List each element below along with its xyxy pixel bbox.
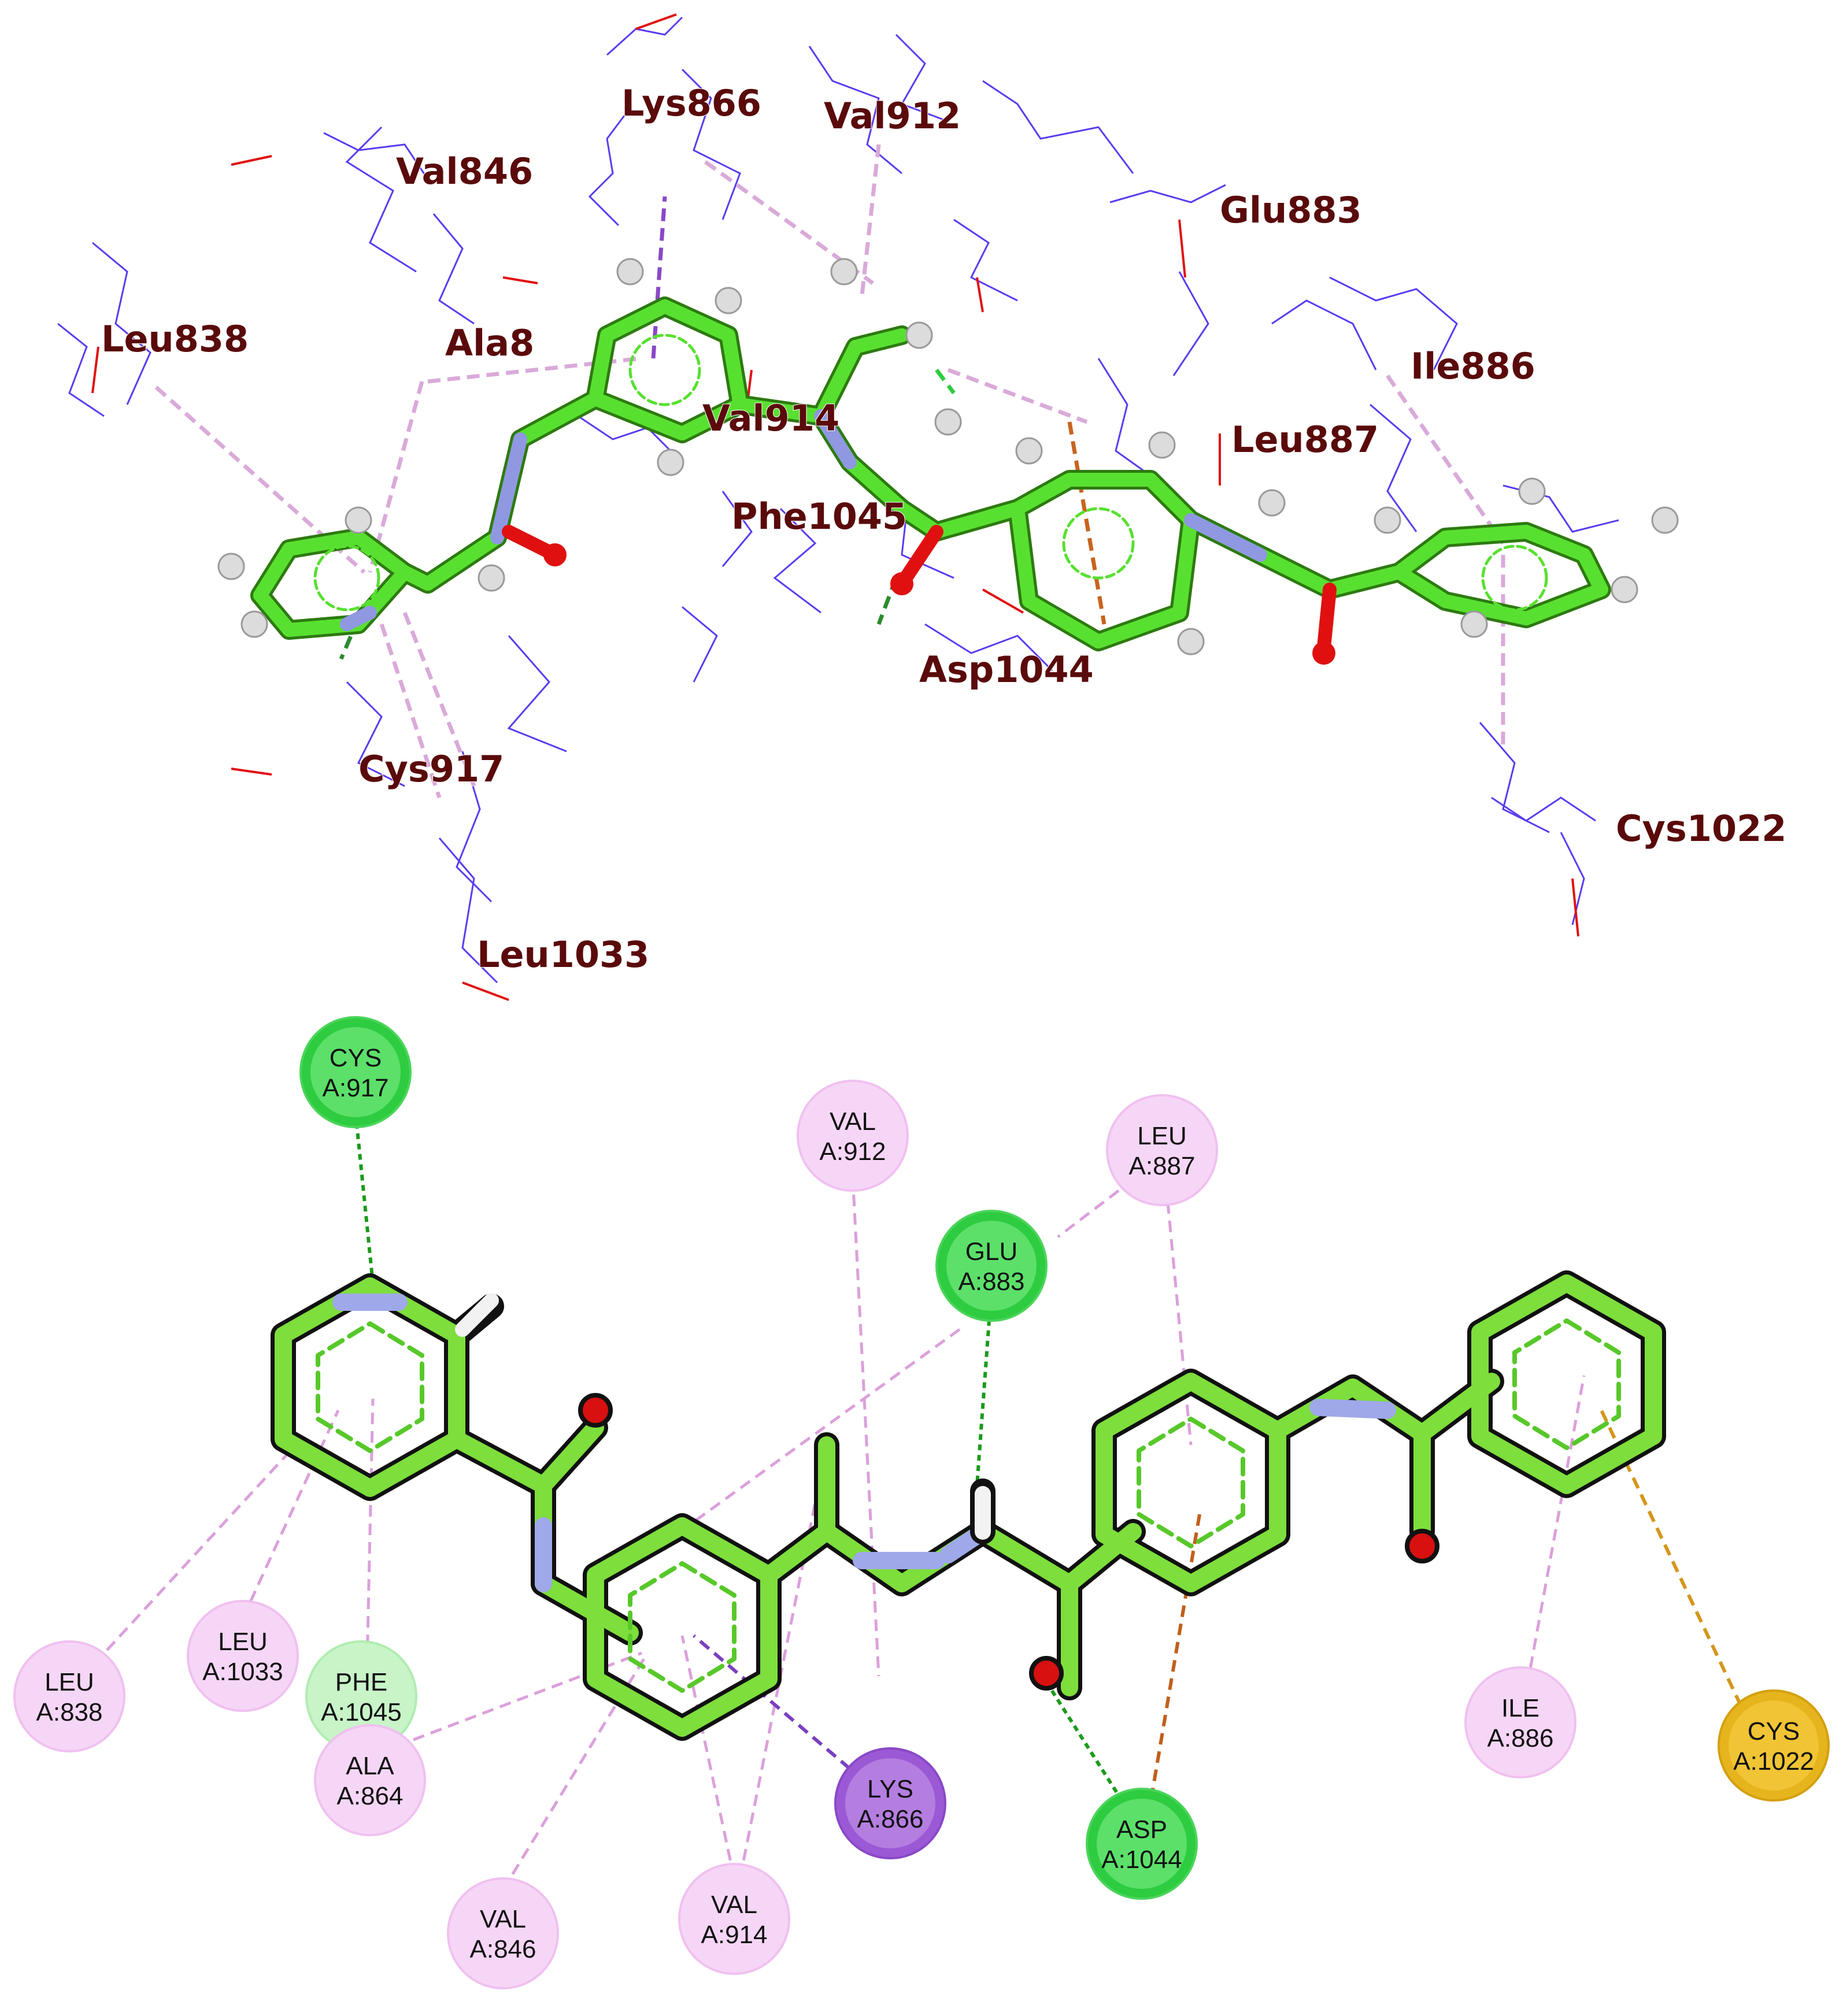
bubble-ile886-name: ILE xyxy=(1501,1694,1539,1722)
interaction-line-leu838 xyxy=(106,1432,308,1651)
bubble-lys866-pos: A:866 xyxy=(857,1805,924,1833)
bubble-leu887: LEU A:887 xyxy=(1106,1094,1218,1206)
bubble-asp1044-name: ASP xyxy=(1116,1815,1167,1844)
bubble-cys917: CYS A:917 xyxy=(299,1016,412,1128)
bubble-val912-name: VAL xyxy=(830,1107,876,1136)
ligand-hydrogens xyxy=(217,258,1679,655)
bubble-cys1022: CYS A:1022 xyxy=(1718,1689,1830,1802)
bubble-leu1033: LEU A:1033 xyxy=(187,1600,299,1712)
label-glu883: Glu883 xyxy=(1220,189,1362,231)
bubble-leu838-pos: A:838 xyxy=(36,1698,103,1726)
ligand-2d xyxy=(271,1270,1666,1741)
label-asp1044: Asp1044 xyxy=(919,648,1094,691)
label-val914: Val914 xyxy=(702,397,839,439)
label-val846: Val846 xyxy=(396,150,533,192)
docking-3d-panel: Lys866 Val912 Val846 Glu883 Leu838 Ala8 … xyxy=(57,13,1787,1001)
label-leu838: Leu838 xyxy=(101,318,249,360)
label-cys1022: Cys1022 xyxy=(1616,807,1786,850)
bubble-glu883: GLU A:883 xyxy=(935,1210,1048,1322)
residue-labels-3d: Lys866 Val912 Val846 Glu883 Leu838 Ala8 … xyxy=(101,81,1787,976)
bubble-val914: VAL A:914 xyxy=(678,1863,790,1975)
bubble-asp1044-pos: A:1044 xyxy=(1101,1845,1182,1874)
bubble-val914-pos: A:914 xyxy=(701,1921,768,1949)
interaction-dashes-3d xyxy=(154,144,1505,799)
bubble-asp1044: ASP A:1044 xyxy=(1086,1788,1198,1900)
bubble-leu887-name: LEU xyxy=(1137,1122,1187,1150)
bubble-val846: VAL A:846 xyxy=(447,1877,559,1989)
label-lys866: Lys866 xyxy=(621,82,761,124)
interaction-line-lys866 xyxy=(693,1634,851,1770)
label-ile886: Ile886 xyxy=(1411,345,1535,387)
interaction-line-phe1045 xyxy=(365,1398,375,1665)
bubble-ala864: ALA A:864 xyxy=(314,1724,426,1836)
bubble-leu838: LEU A:838 xyxy=(13,1640,125,1752)
interaction-line-leu887b xyxy=(1057,1189,1120,1238)
bubble-lys866-name: LYS xyxy=(867,1775,913,1803)
bubble-leu1033-pos: A:1033 xyxy=(202,1658,283,1686)
bubble-glu883-name: GLU xyxy=(965,1237,1017,1266)
bubble-cys1022-pos: A:1022 xyxy=(1733,1747,1814,1776)
protein-oxygens xyxy=(91,13,1579,1001)
bubble-cys917-name: CYS xyxy=(330,1044,382,1072)
label-phe1045: Phe1045 xyxy=(731,495,907,538)
interaction-line-ile886 xyxy=(1519,1375,1586,1723)
bubble-ala864-name: ALA xyxy=(346,1752,394,1780)
label-ala864: Ala8 xyxy=(445,322,534,364)
bubble-ala864-pos: A:864 xyxy=(337,1782,404,1810)
ligand-oxygen-atoms xyxy=(543,543,1335,665)
interaction-line-val912 xyxy=(851,1176,880,1677)
interaction-line-leu1033 xyxy=(241,1409,340,1620)
interaction-line-asp1044-anion xyxy=(1149,1514,1201,1804)
interaction-line-cys917 xyxy=(354,1112,375,1284)
interaction-line-val914b xyxy=(738,1444,828,1879)
interaction-2d-panel: CYS A:917 VAL A:912 LEU A:887 GLU A:883 xyxy=(13,1016,1830,1989)
interaction-line-asp1044-hb xyxy=(1045,1681,1129,1810)
bubble-phe1045-pos: A:1045 xyxy=(321,1698,401,1726)
bubble-cys917-pos: A:917 xyxy=(323,1074,389,1102)
label-val912: Val912 xyxy=(824,95,961,137)
label-cys917: Cys917 xyxy=(358,748,504,790)
bubble-val912: VAL A:912 xyxy=(797,1080,909,1192)
interaction-line-val914 xyxy=(680,1635,736,1879)
interaction-line-leu887 xyxy=(1166,1202,1193,1446)
bubble-val846-name: VAL xyxy=(480,1905,526,1933)
bubble-cys1022-name: CYS xyxy=(1748,1717,1800,1746)
residue-bubbles: CYS A:917 VAL A:912 LEU A:887 GLU A:883 xyxy=(13,1016,1830,1989)
label-leu887: Leu887 xyxy=(1231,418,1379,461)
bubble-ile886-pos: A:886 xyxy=(1487,1724,1554,1752)
bubble-val914-name: VAL xyxy=(711,1891,757,1919)
bubble-leu887-pos: A:887 xyxy=(1129,1152,1196,1180)
bubble-val912-pos: A:912 xyxy=(820,1137,886,1166)
label-leu1033: Leu1033 xyxy=(477,933,649,976)
interaction-line-glu883-pi xyxy=(623,1328,961,1574)
bubble-glu883-pos: A:883 xyxy=(958,1268,1025,1296)
bubble-val846-pos: A:846 xyxy=(470,1935,536,1963)
ligand-3d xyxy=(250,297,1611,654)
bubble-leu1033-name: LEU xyxy=(218,1628,268,1656)
bubble-phe1045-name: PHE xyxy=(335,1668,387,1696)
bubble-leu838-name: LEU xyxy=(45,1668,94,1696)
bubble-ile886: ILE A:886 xyxy=(1464,1666,1576,1778)
protein-wireframe xyxy=(57,16,1619,984)
bubble-lys866: LYS A:866 xyxy=(834,1747,946,1859)
